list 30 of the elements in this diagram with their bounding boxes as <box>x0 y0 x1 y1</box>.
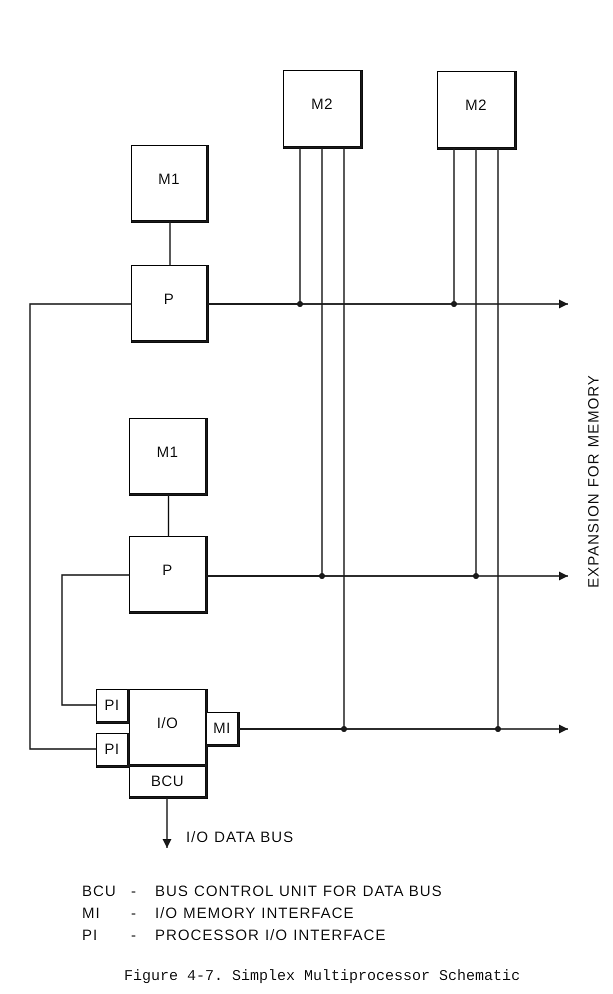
module-box: M2 <box>437 71 517 150</box>
key-dash: - <box>131 905 137 922</box>
module-box: M1 <box>129 418 208 496</box>
abbreviation: MI <box>82 905 101 922</box>
key-dash: - <box>131 883 137 900</box>
interface-box: PI <box>96 689 130 724</box>
module-box: P <box>129 536 208 614</box>
module-box: M1 <box>131 145 209 223</box>
module-box: M2 <box>283 70 363 149</box>
connector-line <box>61 574 129 706</box>
key-dash: - <box>131 927 137 944</box>
figure-caption: Figure 4-7. Simplex Multiprocessor Schematic <box>124 968 520 985</box>
interface-box: MI <box>206 712 240 747</box>
arrow <box>162 799 172 848</box>
module-box: I/O <box>129 689 208 767</box>
abbreviation-definition: PROCESSOR I/O INTERFACE <box>155 927 386 944</box>
arrow <box>209 300 568 308</box>
module-box: BCU <box>129 766 208 799</box>
connector-line <box>29 303 131 750</box>
abbreviation: BCU <box>82 883 117 900</box>
connector-line <box>168 496 170 536</box>
connector-line <box>169 223 171 265</box>
abbreviation-definition: I/O MEMORY INTERFACE <box>155 905 354 922</box>
rotated-label: EXPANSION FOR MEMORY <box>586 374 602 588</box>
interface-box: PI <box>96 733 130 768</box>
module-box: P <box>131 265 209 343</box>
abbreviation: PI <box>82 927 98 944</box>
abbreviation-definition: BUS CONTROL UNIT FOR DATA BUS <box>155 883 443 900</box>
arrow <box>208 572 568 580</box>
arrow <box>240 724 568 734</box>
